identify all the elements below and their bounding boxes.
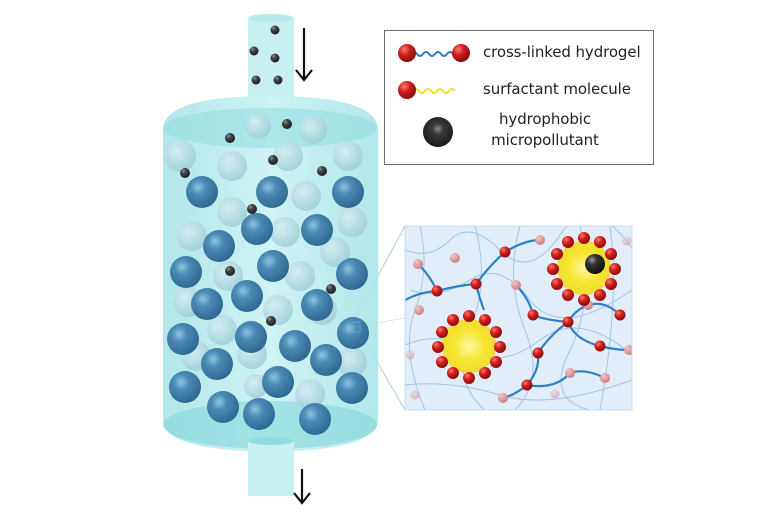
legend-item-hydrophobic-micropollutant: hydrophobic micropollutant [385,110,653,149]
hydrogel-inset [405,226,632,410]
micropollutant-icon [423,117,453,147]
legend-label: cross-linked hydrogel [483,43,641,61]
inlet-arrow-icon [295,28,313,82]
legend-label: hydrophobic micropollutant [485,109,605,151]
legend-item-surfactant-molecule: surfactant molecule [385,75,653,105]
legend-item-cross-linked-hydrogel: cross-linked hydrogel [385,38,653,68]
outlet-arrow-icon [293,469,311,505]
cross-linked-hydrogel-icon [398,44,470,62]
micelle-lower-left [432,310,506,384]
captured-pollutant [585,254,605,274]
column-body [163,96,378,452]
legend-label-line1: hydrophobic [499,110,591,128]
legend-label-line2: micropollutant [491,131,599,149]
micelle-upper-right [547,232,621,306]
outlet-pipe [248,437,294,496]
inlet-pipe [248,14,294,98]
legend-label: surfactant molecule [483,80,631,98]
surfactant-molecule-icon [398,81,456,99]
legend: cross-linked hydrogel surfactant molecul… [384,30,654,165]
